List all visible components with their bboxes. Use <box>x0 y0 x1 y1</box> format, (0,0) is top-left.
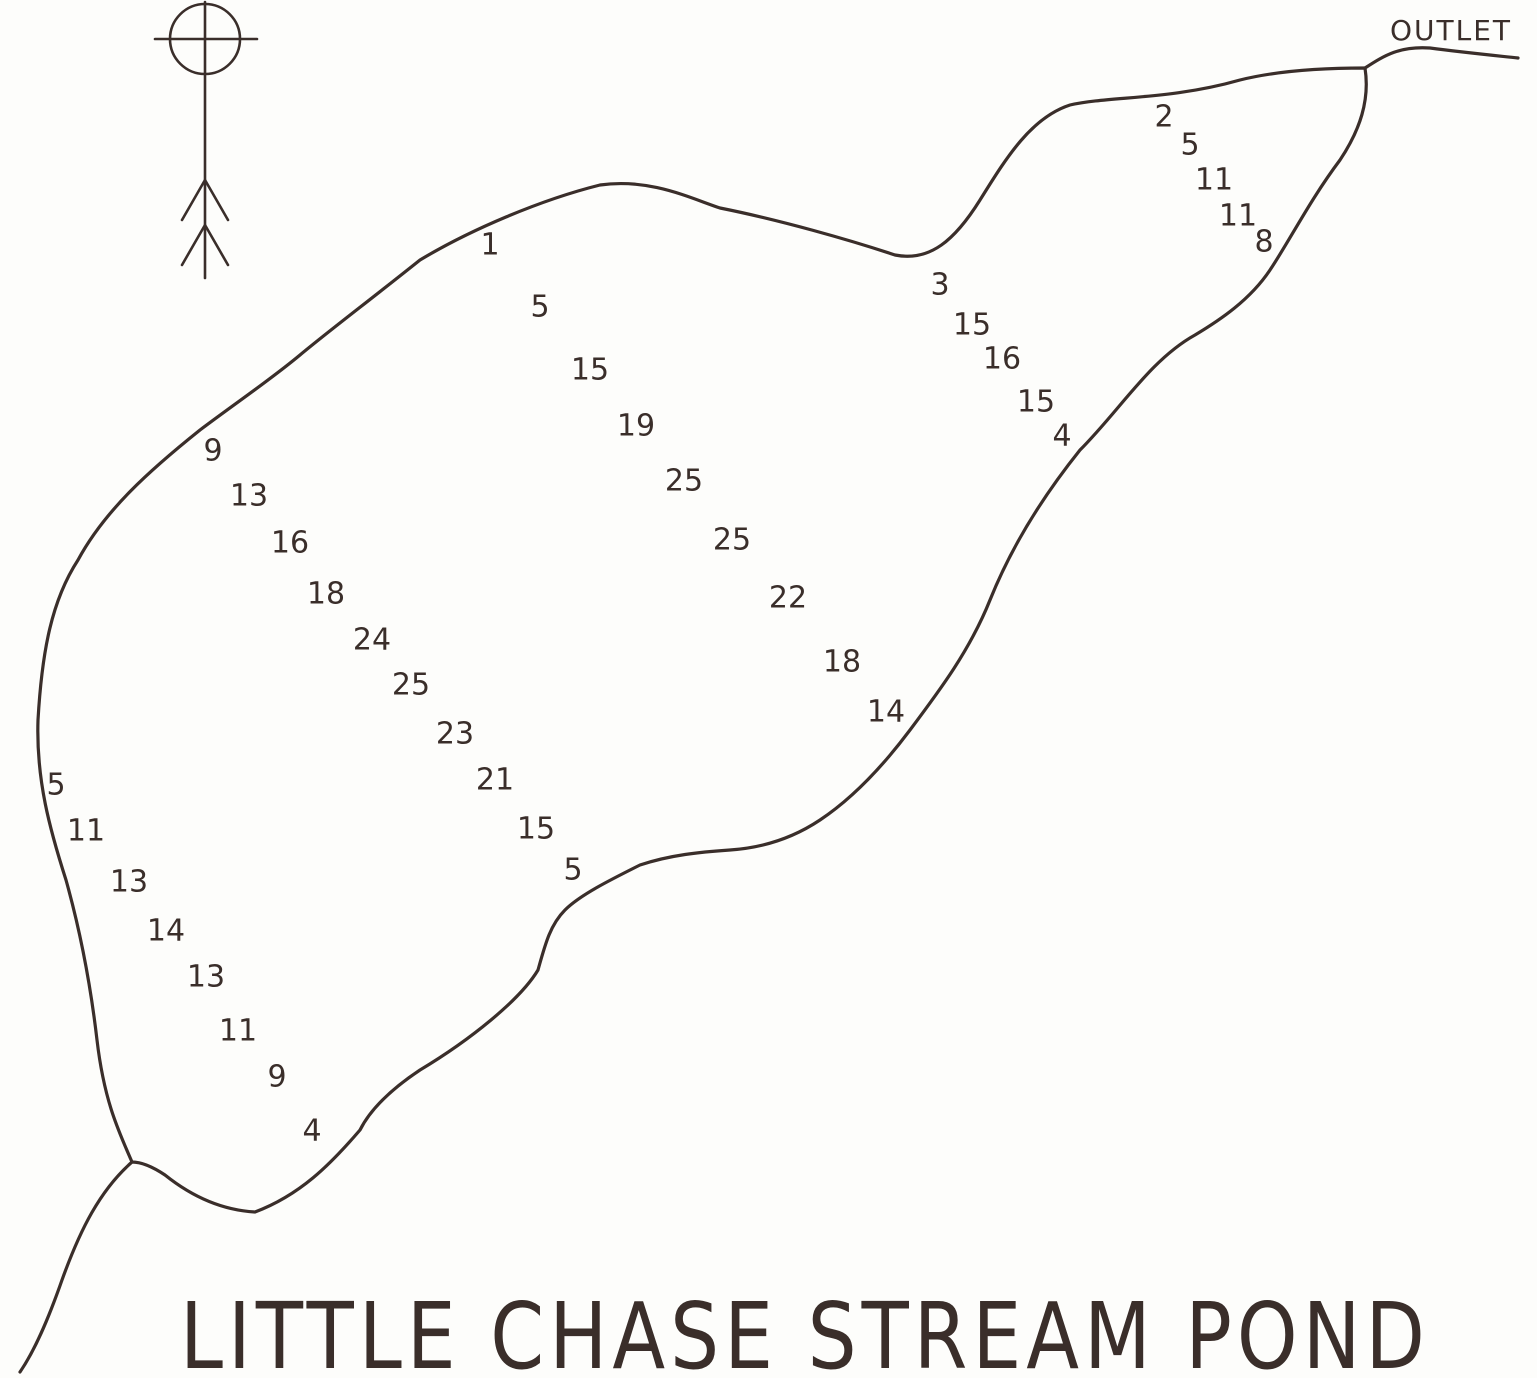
depth-sounding: 18 <box>307 577 345 612</box>
depth-sounding: 24 <box>353 623 391 658</box>
depth-sounding: 8 <box>1254 225 1273 260</box>
depth-sounding: 11 <box>67 814 105 849</box>
depth-sounding: 25 <box>392 668 430 703</box>
depth-sounding: 2 <box>1154 100 1173 135</box>
pond-shoreline <box>36 66 1368 1214</box>
depth-sounding: 14 <box>867 695 905 730</box>
depth-sounding: 9 <box>267 1060 286 1095</box>
depth-sounding: 16 <box>271 526 309 561</box>
depth-sounding: 4 <box>1052 419 1071 454</box>
depth-sounding: 9 <box>203 434 222 469</box>
depth-sounding: 22 <box>769 581 807 616</box>
depth-sounding: 5 <box>530 290 549 325</box>
map-title: LITTLE CHASE STREAM POND <box>180 1283 1430 1378</box>
depth-soundings: 1 5 15 19 25 25 22 18 14 3 15 16 15 4 2 … <box>46 100 1273 1149</box>
depth-sounding: 13 <box>110 865 148 900</box>
depth-sounding: 11 <box>219 1014 257 1049</box>
depth-sounding: 15 <box>517 812 555 847</box>
outlet-label: OUTLET <box>1390 14 1512 47</box>
outlet-stream <box>1363 46 1520 70</box>
depth-sounding: 15 <box>953 308 991 343</box>
depth-sounding: 5 <box>1180 128 1199 163</box>
depth-sounding: 25 <box>665 464 703 499</box>
depth-sounding: 11 <box>1195 163 1233 198</box>
depth-sounding: 5 <box>563 853 582 888</box>
depth-sounding: 15 <box>1017 385 1055 420</box>
depth-sounding: 18 <box>823 645 861 680</box>
depth-sounding: 21 <box>476 763 514 798</box>
depth-sounding: 14 <box>147 914 185 949</box>
depth-sounding: 13 <box>230 479 268 514</box>
depth-sounding: 1 <box>480 228 499 263</box>
north-arrow-icon <box>153 0 259 280</box>
depth-sounding: 25 <box>713 523 751 558</box>
depth-sounding: 23 <box>436 717 474 752</box>
depth-sounding: 4 <box>302 1114 321 1149</box>
depth-sounding: 11 <box>1219 199 1257 234</box>
depth-sounding: 16 <box>983 342 1021 377</box>
depth-sounding: 15 <box>571 353 609 388</box>
depth-sounding: 19 <box>617 409 655 444</box>
depth-sounding: 5 <box>46 768 65 803</box>
depth-sounding: 3 <box>930 268 949 303</box>
depth-sounding: 13 <box>187 960 225 995</box>
inlet-stream <box>18 1160 134 1374</box>
